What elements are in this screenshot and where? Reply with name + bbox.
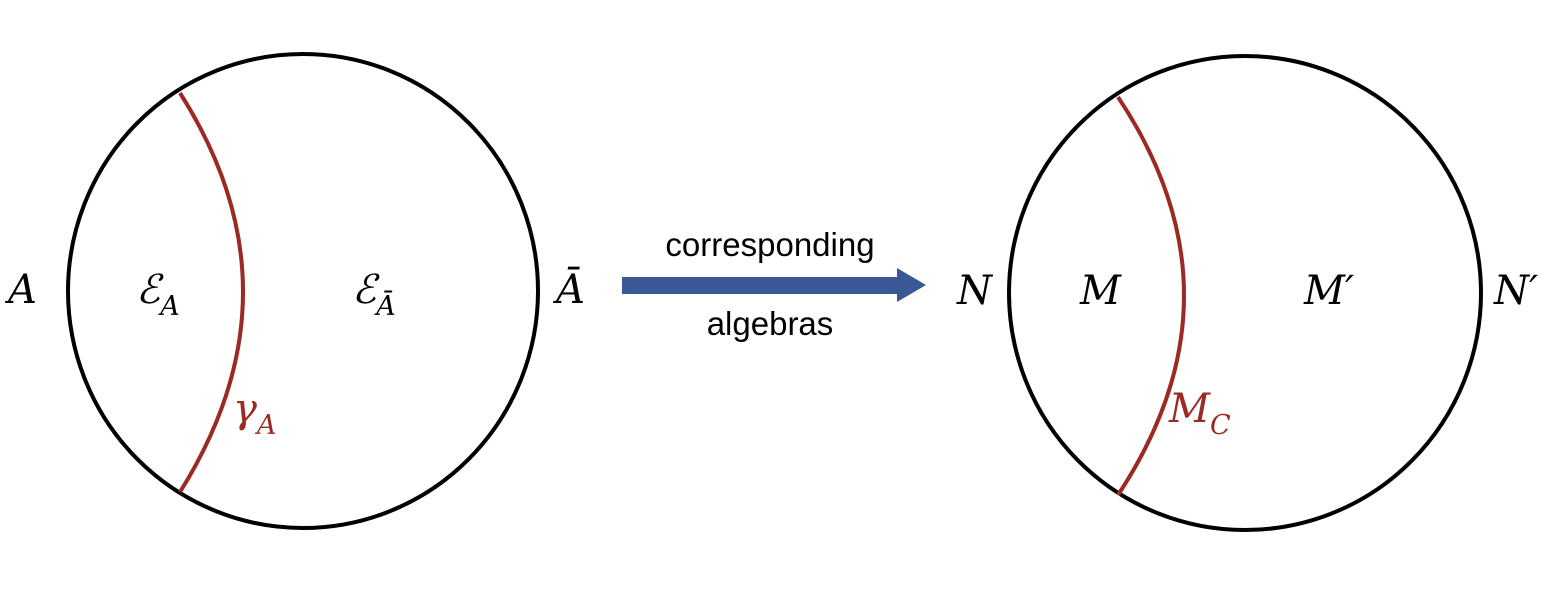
- ea-bar-base: ℰ: [352, 267, 380, 313]
- left-curve-label-gamma: γA: [233, 386, 276, 441]
- left-boundary-circle: [66, 52, 540, 530]
- correspondence-arrow: [622, 268, 926, 302]
- right-diagram: N M M′ N′ MC: [956, 54, 1538, 532]
- left-outer-label-a-bar: Ā: [552, 267, 585, 313]
- ea-bar-subscript: Ā: [373, 289, 396, 322]
- right-inner-label-m-prime: M′: [1303, 268, 1354, 314]
- gamma-subscript: A: [254, 410, 277, 441]
- ea-subscript: A: [157, 291, 180, 322]
- arrow-label-bottom: algebras: [707, 305, 834, 342]
- mc-subscript: C: [1210, 410, 1231, 441]
- correspondence-arrow-group: corresponding algebras: [622, 226, 926, 342]
- left-diagram: A ℰA ℰĀ Ā γA: [4, 52, 585, 530]
- right-curve-label-mc: MC: [1168, 386, 1231, 441]
- left-outer-label-a: A: [4, 267, 37, 313]
- right-outer-label-n-prime: N′: [1493, 268, 1538, 314]
- gamma-base: γ: [233, 386, 257, 432]
- left-inner-label-ea-bar: ℰĀ: [352, 267, 396, 322]
- ea-base: ℰ: [136, 267, 164, 313]
- right-outer-label-n: N: [956, 268, 994, 314]
- left-inner-label-ea: ℰA: [136, 267, 180, 322]
- left-rt-surface-curve: [178, 91, 245, 494]
- right-inner-label-m: M: [1079, 268, 1122, 314]
- mc-base: M: [1168, 386, 1211, 432]
- right-algebra-curve: [1116, 95, 1186, 497]
- right-boundary-circle: [1007, 54, 1483, 532]
- arrow-label-top: corresponding: [665, 226, 874, 263]
